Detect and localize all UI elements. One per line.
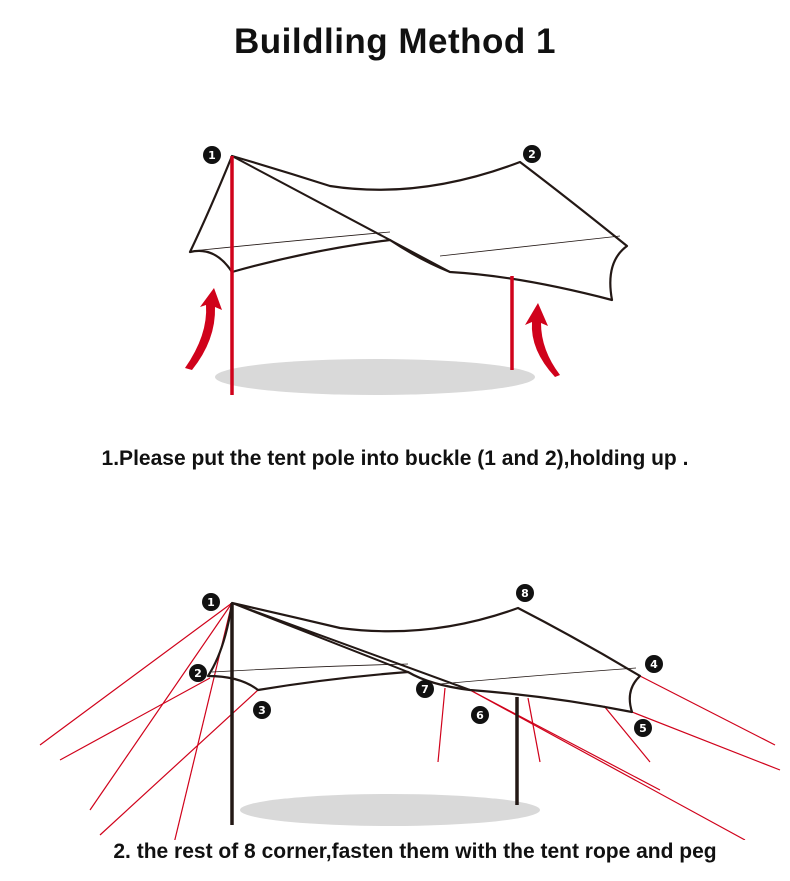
tarp-fold — [231, 155, 451, 273]
step2-caption: 2. the rest of 8 corner,fasten them with… — [113, 840, 717, 863]
badge-2: 2 — [189, 664, 207, 682]
svg-text:4: 4 — [650, 658, 658, 671]
step1-caption: 1.Please put the tent pole into buckle (… — [101, 447, 689, 470]
svg-text:2: 2 — [194, 667, 202, 680]
svg-text:1: 1 — [207, 596, 215, 609]
badge-7: 7 — [416, 680, 434, 698]
badge-5: 5 — [634, 719, 652, 737]
badge-8: 8 — [516, 584, 534, 602]
tarp-seam — [439, 667, 637, 685]
badge-6: 6 — [471, 706, 489, 724]
tarp-outline — [206, 601, 642, 714]
tarp-seam — [211, 663, 409, 673]
badge-4: 4 — [645, 655, 663, 673]
svg-text:2: 2 — [528, 148, 536, 161]
svg-text:5: 5 — [639, 722, 647, 735]
lift-arrow — [185, 288, 222, 370]
svg-text:1: 1 — [208, 149, 216, 162]
badge-1: 1 — [202, 593, 220, 611]
badge-3: 3 — [253, 701, 271, 719]
step1-diagram: 1 2 — [185, 145, 629, 395]
ground-shadow — [215, 359, 535, 395]
svg-text:7: 7 — [421, 683, 429, 696]
tarp-fold — [231, 602, 471, 691]
page-title: Buildling Method 1 — [233, 22, 557, 61]
tarp-seam — [191, 231, 391, 252]
badge-2: 2 — [523, 145, 541, 163]
svg-text:6: 6 — [476, 709, 484, 722]
svg-text:8: 8 — [521, 587, 529, 600]
tarp-outline — [188, 154, 629, 302]
step2-diagram: 1 2 3 4 5 6 7 8 — [39, 584, 781, 840]
lift-arrow — [525, 303, 560, 377]
tarp-seam — [439, 235, 621, 257]
svg-text:3: 3 — [258, 704, 266, 717]
badge-1: 1 — [203, 146, 221, 164]
ground-shadow — [240, 794, 540, 826]
